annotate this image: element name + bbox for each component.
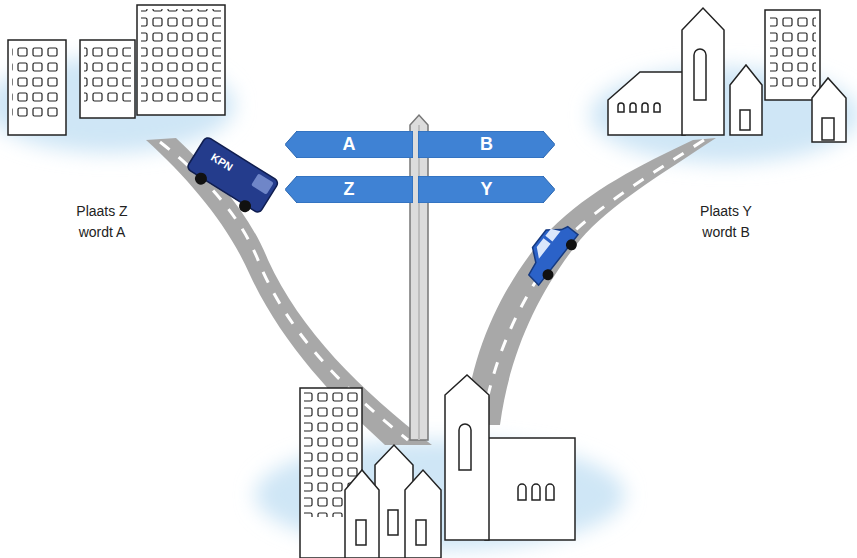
sign-letter: B bbox=[418, 131, 555, 158]
sign-letter: Z bbox=[285, 176, 413, 203]
sign-letter: Y bbox=[418, 176, 555, 203]
sign-arrow: A bbox=[285, 131, 413, 158]
kpn-van bbox=[182, 136, 279, 220]
sign-outline bbox=[418, 131, 555, 158]
sign-outline bbox=[285, 131, 413, 158]
signpost-pole bbox=[410, 115, 428, 440]
city-top-right bbox=[608, 8, 846, 142]
sign-outline bbox=[285, 176, 413, 203]
city-bottom bbox=[300, 375, 575, 558]
city-top-left bbox=[8, 5, 225, 135]
place-note: Plaats Z wordt A bbox=[62, 201, 142, 243]
sign-arrow: Z bbox=[285, 176, 413, 203]
sign-outline bbox=[418, 176, 555, 203]
sign-arrow: B bbox=[418, 131, 555, 158]
sign-letter: A bbox=[285, 131, 413, 158]
sign-arrow: Y bbox=[418, 176, 555, 203]
blue-car bbox=[517, 217, 584, 289]
place-note: Plaats Y wordt B bbox=[686, 201, 766, 243]
